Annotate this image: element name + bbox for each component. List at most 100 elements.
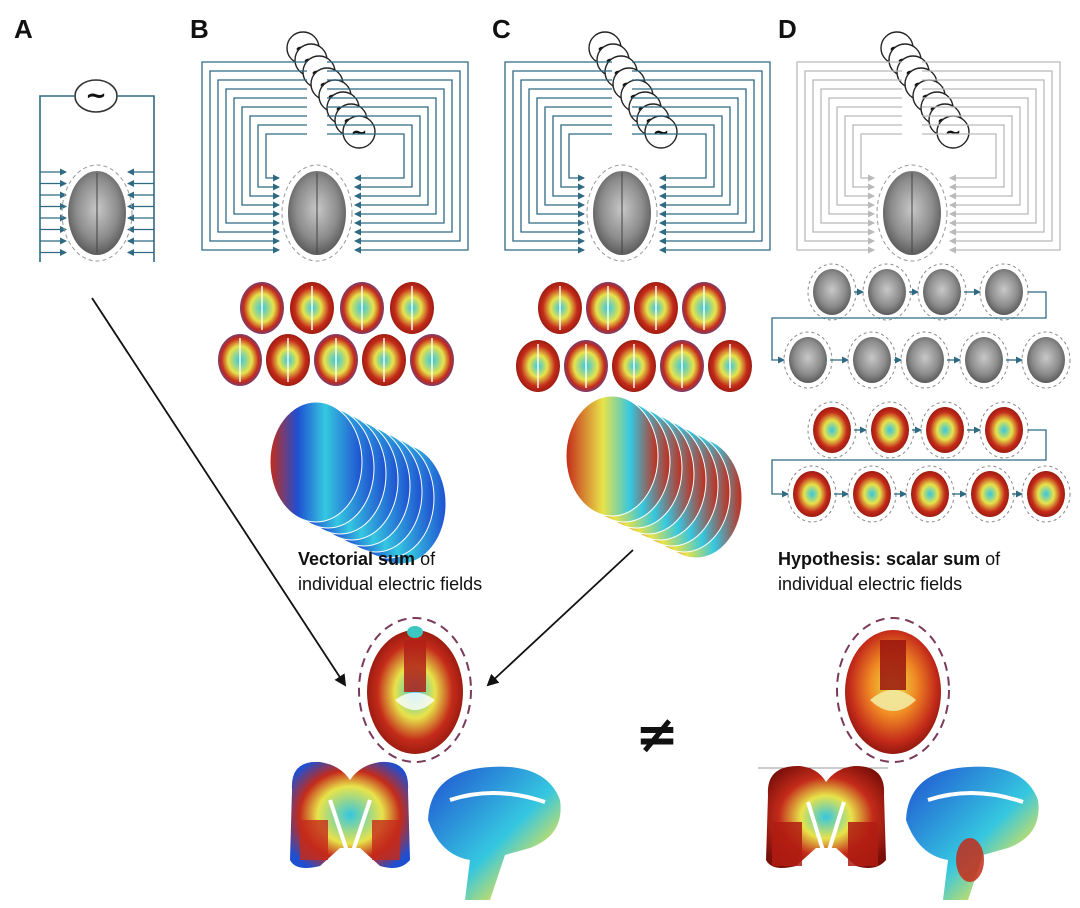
- loop-wire-right: [922, 106, 1021, 209]
- loop-wire-left: [844, 115, 902, 200]
- sequence-brain: [853, 337, 891, 383]
- loop-wire-right: [632, 79, 755, 236]
- sequence-brain: [793, 471, 831, 517]
- sequence-brain: [906, 337, 944, 383]
- loop-wire-right: [327, 124, 413, 191]
- panel-b-head-brain: [281, 164, 353, 262]
- loop-wire-right: [632, 115, 723, 200]
- loop-wire-left: [552, 115, 612, 200]
- vector-sum-sagittal-map: [428, 766, 561, 900]
- sequence-brain: [923, 269, 961, 315]
- panel-c-head-brain: [586, 164, 658, 262]
- loop-wire-left: [257, 124, 307, 191]
- loop-wire-left: [520, 79, 612, 236]
- loop-wire-left: [201, 61, 307, 254]
- loop-wire-left: [852, 124, 902, 191]
- loop-wire-right: [632, 97, 739, 218]
- arrow-c-to-result: [486, 549, 634, 687]
- wire-left-trunk: [39, 95, 75, 262]
- sequence-brain: [971, 471, 1009, 517]
- scalar-sum-sagittal-map: [906, 766, 1039, 900]
- panel-label-d: D: [778, 14, 797, 44]
- panel-d-sequential-maps: [771, 263, 1071, 523]
- panel-d-head-brain: [876, 164, 948, 262]
- caption-vectorial-sum: Vectorial sum of: [298, 549, 436, 569]
- panel-b-electrode-wires: [201, 61, 469, 254]
- sequence-brain: [926, 407, 964, 453]
- ac-source-symbol: ~: [85, 81, 107, 111]
- panel-d-electrode-wires: [796, 61, 1061, 254]
- loop-wire-right: [327, 106, 429, 209]
- coil-tilde-icon: ~: [351, 120, 368, 144]
- stacked-field-layer: [565, 395, 659, 517]
- panel-c-electrode-wires: [504, 61, 771, 254]
- loop-wire-left: [241, 106, 307, 209]
- panel-d-coil-array: ~~~~~~~~: [880, 31, 970, 149]
- sequence-brain: [853, 471, 891, 517]
- vector-sum-coronal-map: [290, 761, 410, 868]
- loop-wire-left: [560, 124, 612, 191]
- sequence-head-outline: [1021, 331, 1071, 389]
- sequence-brain: [985, 269, 1023, 315]
- sequence-brain: [965, 337, 1003, 383]
- panel-label-a: A: [14, 14, 33, 44]
- caption-scalar-sum-line2: individual electric fields: [778, 574, 962, 594]
- sequence-brain: [1027, 337, 1065, 383]
- panel-c-individual-field-maps: [516, 282, 752, 392]
- panel-label-b: B: [190, 14, 209, 44]
- sequence-wrap-connector: [771, 429, 1047, 498]
- loop-wire-left: [512, 70, 612, 245]
- loop-wire-right: [922, 61, 1061, 254]
- loop-wire-left: [217, 79, 307, 236]
- loop-wire-left: [836, 106, 902, 209]
- sequence-brain: [911, 471, 949, 517]
- panel-a-electrode-wires: [39, 95, 155, 262]
- arrow-a-to-result: [91, 297, 347, 687]
- panel-c-coil-array: ~~~~~~~~: [588, 31, 678, 149]
- not-equal-sign: ≠: [635, 705, 679, 765]
- loop-wire-right: [327, 115, 421, 200]
- loop-wire-right: [632, 133, 707, 182]
- loop-wire-right: [632, 88, 747, 227]
- loop-wire-left: [225, 88, 307, 227]
- sequence-brain: [813, 407, 851, 453]
- loop-wire-right: [327, 97, 437, 218]
- coil-tilde-icon: ~: [945, 120, 962, 144]
- stacked-field-layer: [269, 401, 363, 523]
- loop-wire-right: [632, 70, 763, 245]
- loop-wire-right: [922, 88, 1037, 227]
- caption-vectorial-sum-line2: individual electric fields: [298, 574, 482, 594]
- loop-wire-left: [209, 70, 307, 245]
- loop-wire-left: [804, 70, 902, 245]
- loop-wire-left: [860, 133, 902, 182]
- panel-label-c: C: [492, 14, 511, 44]
- panel-b-coil-array: ~~~~~~~~: [286, 31, 376, 149]
- loop-wire-right: [632, 124, 715, 191]
- loop-wire-right: [922, 70, 1053, 245]
- sequence-brain: [813, 269, 851, 315]
- loop-wire-left: [265, 133, 307, 182]
- loop-wire-left: [812, 79, 902, 236]
- sequence-brain: [868, 269, 906, 315]
- loop-wire-right: [922, 124, 1005, 191]
- loop-wire-right: [327, 79, 453, 236]
- loop-wire-right: [922, 79, 1045, 236]
- loop-wire-right: [327, 133, 405, 182]
- loop-wire-right: [632, 106, 731, 209]
- loop-wire-right: [327, 88, 445, 227]
- panel-b-individual-field-maps: [218, 282, 454, 386]
- panel-a-circuit: ~: [74, 79, 118, 113]
- loop-wire-left: [536, 97, 612, 218]
- caption-scalar-sum: Hypothesis: scalar sum of: [778, 549, 1001, 569]
- vector-sum-axial-map: [358, 617, 472, 763]
- sequence-brain: [871, 407, 909, 453]
- loop-wire-left: [233, 97, 307, 218]
- loop-wire-left: [828, 97, 902, 218]
- coil-tilde-icon: ~: [653, 120, 670, 144]
- sequence-brain: [789, 337, 827, 383]
- loop-wire-left: [820, 88, 902, 227]
- panel-b-stacked-fields: [269, 401, 447, 565]
- loop-wire-right: [922, 115, 1013, 200]
